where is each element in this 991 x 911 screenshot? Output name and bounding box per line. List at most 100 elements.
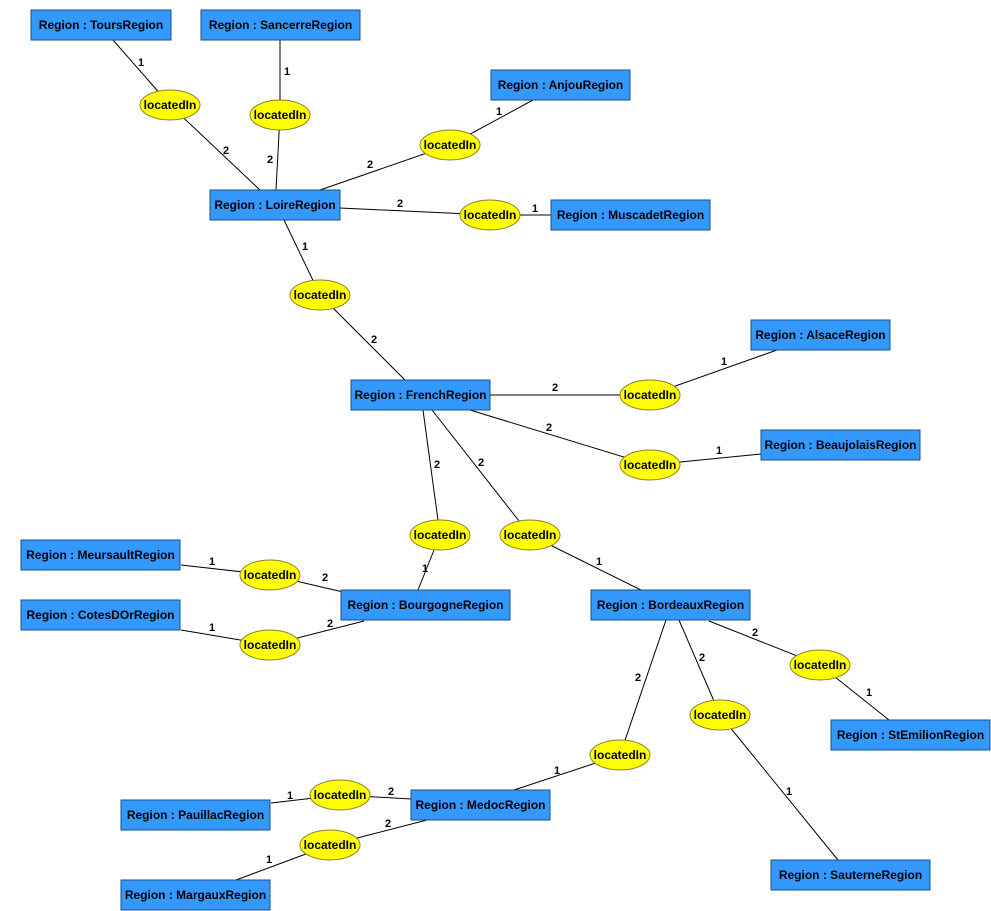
node-box[interactable] bbox=[410, 789, 551, 821]
node-cotesdor[interactable]: Region : CotesDOrRegion bbox=[20, 599, 181, 631]
multiplicity-label: 1 bbox=[284, 66, 290, 78]
node-sauterne[interactable]: Region : SauterneRegion bbox=[770, 859, 931, 891]
relation-oval[interactable] bbox=[499, 519, 561, 551]
relation-oval[interactable] bbox=[589, 739, 651, 771]
node-box[interactable] bbox=[550, 199, 711, 231]
relation-oval[interactable] bbox=[239, 629, 301, 661]
relation-located-in-cotesdor[interactable]: locatedIn bbox=[239, 629, 301, 661]
node-beaujolais[interactable]: Region : BeaujolaisRegion bbox=[760, 429, 921, 461]
multiplicity-label: 1 bbox=[209, 622, 215, 634]
relation-oval[interactable] bbox=[249, 99, 311, 131]
relation-oval[interactable] bbox=[619, 449, 681, 481]
multiplicity-label: 1 bbox=[266, 854, 272, 866]
multiplicity-label: 2 bbox=[397, 198, 403, 210]
multiplicity-label: 2 bbox=[223, 145, 229, 157]
multiplicity-label: 2 bbox=[388, 786, 394, 798]
relation-oval[interactable] bbox=[689, 699, 751, 731]
multiplicity-label: 1 bbox=[138, 57, 144, 69]
node-label: Region : BordeauxRegion bbox=[597, 598, 744, 612]
node-bourgogne[interactable]: Region : BourgogneRegion bbox=[340, 589, 511, 621]
node-box[interactable] bbox=[770, 859, 931, 891]
node-label: Region : AnjouRegion bbox=[498, 78, 624, 92]
edge-r-loire-to-french bbox=[319, 294, 406, 381]
node-label: Region : FrenchRegion bbox=[355, 388, 487, 402]
relation-oval[interactable] bbox=[309, 779, 371, 811]
node-label: Region : ToursRegion bbox=[39, 18, 163, 32]
node-pauillac[interactable]: Region : PauillacRegion bbox=[120, 799, 271, 831]
node-sancerre[interactable]: Region : SancerreRegion bbox=[200, 9, 361, 41]
node-box[interactable] bbox=[350, 379, 491, 411]
relation-located-in-pauillac[interactable]: locatedIn bbox=[309, 779, 371, 811]
node-label: Region : SauterneRegion bbox=[779, 868, 922, 882]
relation-located-in-tours[interactable]: locatedIn bbox=[139, 89, 201, 121]
node-label: Region : AlsaceRegion bbox=[755, 328, 885, 342]
node-box[interactable] bbox=[120, 799, 271, 831]
multiplicity-label: 2 bbox=[385, 818, 391, 830]
relation-label: locatedIn bbox=[254, 108, 307, 122]
node-label: Region : MuscadetRegion bbox=[557, 208, 704, 222]
relation-oval[interactable] bbox=[239, 559, 301, 591]
relation-label: locatedIn bbox=[624, 388, 677, 402]
relation-oval[interactable] bbox=[619, 379, 681, 411]
node-anjou[interactable]: Region : AnjouRegion bbox=[490, 69, 631, 101]
multiplicity-label: 2 bbox=[478, 457, 484, 469]
node-box[interactable] bbox=[760, 429, 921, 461]
node-french[interactable]: Region : FrenchRegion bbox=[350, 379, 491, 411]
multiplicity-label: 1 bbox=[721, 356, 727, 368]
node-stemilion[interactable]: Region : StEmilionRegion bbox=[830, 719, 991, 751]
multiplicity-label: 2 bbox=[699, 652, 705, 664]
node-label: Region : StEmilionRegion bbox=[837, 728, 984, 742]
multiplicity-label: 1 bbox=[209, 556, 215, 568]
relation-located-in-sauterne[interactable]: locatedIn bbox=[689, 699, 751, 731]
node-box[interactable] bbox=[830, 719, 991, 751]
node-margaux[interactable]: Region : MargauxRegion bbox=[120, 879, 271, 911]
relation-located-in-meursault[interactable]: locatedIn bbox=[239, 559, 301, 591]
node-bordeaux[interactable]: Region : BordeauxRegion bbox=[590, 589, 751, 621]
relation-oval[interactable] bbox=[459, 199, 521, 231]
edge-r-bourgogne-to-french bbox=[422, 409, 441, 536]
node-box[interactable] bbox=[30, 9, 172, 41]
node-box[interactable] bbox=[590, 589, 751, 621]
relation-oval[interactable] bbox=[299, 829, 361, 861]
relation-located-in-loire[interactable]: locatedIn bbox=[289, 279, 351, 311]
node-tours[interactable]: Region : ToursRegion bbox=[30, 9, 172, 41]
relation-located-in-muscadet[interactable]: locatedIn bbox=[459, 199, 521, 231]
node-loire[interactable]: Region : LoireRegion bbox=[209, 189, 341, 221]
node-label: Region : MedocRegion bbox=[416, 798, 546, 812]
node-label: Region : CotesDOrRegion bbox=[26, 608, 174, 622]
relation-located-in-bordeaux[interactable]: locatedIn bbox=[499, 519, 561, 551]
node-box[interactable] bbox=[120, 879, 271, 911]
node-medoc[interactable]: Region : MedocRegion bbox=[410, 789, 551, 821]
relation-label: locatedIn bbox=[304, 838, 357, 852]
relation-oval[interactable] bbox=[139, 89, 201, 121]
relation-oval[interactable] bbox=[289, 279, 351, 311]
relation-located-in-medoc[interactable]: locatedIn bbox=[589, 739, 651, 771]
multiplicity-label: 2 bbox=[434, 459, 440, 471]
relation-label: locatedIn bbox=[244, 568, 297, 582]
relation-located-in-bourgogne[interactable]: locatedIn bbox=[409, 519, 471, 551]
node-muscadet[interactable]: Region : MuscadetRegion bbox=[550, 199, 711, 231]
node-meursault[interactable]: Region : MeursaultRegion bbox=[20, 539, 181, 571]
relation-located-in-beaujolais[interactable]: locatedIn bbox=[619, 449, 681, 481]
node-box[interactable] bbox=[750, 319, 891, 351]
node-box[interactable] bbox=[490, 69, 631, 101]
relation-oval[interactable] bbox=[789, 649, 851, 681]
node-box[interactable] bbox=[20, 599, 181, 631]
node-box[interactable] bbox=[209, 189, 341, 221]
node-alsace[interactable]: Region : AlsaceRegion bbox=[750, 319, 891, 351]
relation-located-in-stemilion[interactable]: locatedIn bbox=[789, 649, 851, 681]
relation-located-in-sancerre[interactable]: locatedIn bbox=[249, 99, 311, 131]
relation-oval[interactable] bbox=[419, 129, 481, 161]
edge-r-tours-to-loire bbox=[169, 104, 261, 191]
relation-oval[interactable] bbox=[409, 519, 471, 551]
relation-located-in-margaux[interactable]: locatedIn bbox=[299, 829, 361, 861]
node-box[interactable] bbox=[20, 539, 181, 571]
edge-r-bordeaux-to-french bbox=[431, 409, 531, 536]
relation-located-in-anjou[interactable]: locatedIn bbox=[419, 129, 481, 161]
relation-label: locatedIn bbox=[294, 288, 347, 302]
node-box[interactable] bbox=[200, 9, 361, 41]
multiplicity-label: 1 bbox=[287, 790, 293, 802]
node-box[interactable] bbox=[340, 589, 511, 621]
relation-located-in-alsace[interactable]: locatedIn bbox=[619, 379, 681, 411]
